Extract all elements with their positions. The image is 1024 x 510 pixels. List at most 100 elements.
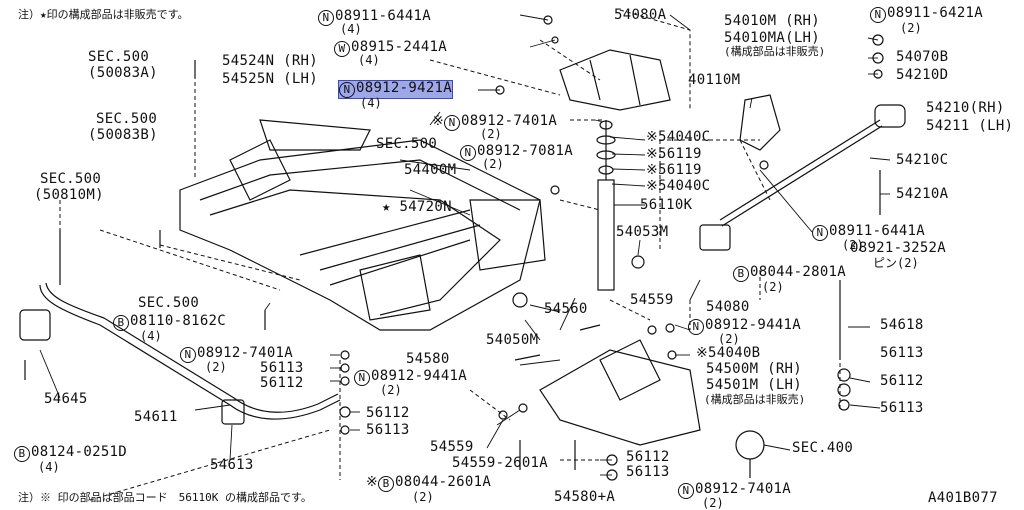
part-label: (50810M) <box>34 187 104 203</box>
part-label[interactable]: 54618 <box>880 317 924 333</box>
part-label[interactable]: SEC.500 <box>138 295 200 311</box>
star-icon: ★ <box>382 199 391 215</box>
part-label[interactable]: 54580+A <box>554 489 616 505</box>
part-label[interactable]: SEC.400 <box>792 440 854 456</box>
part-label[interactable]: 54211 (LH) <box>926 118 1014 134</box>
qty: (4) <box>38 460 60 474</box>
part-label[interactable]: 54560 <box>544 301 588 317</box>
part-label[interactable]: 56113 <box>880 400 924 416</box>
n-symbol-icon: N <box>678 483 694 499</box>
qty: (4) <box>340 22 362 36</box>
b-symbol-icon: B <box>113 315 129 331</box>
qty: (2) <box>205 360 227 374</box>
part-label[interactable]: 56113 <box>880 345 924 361</box>
qty: (4) <box>140 329 162 343</box>
part-label[interactable]: 56112 <box>880 373 924 389</box>
part-label[interactable]: 40110M <box>688 72 741 88</box>
part-label[interactable]: 54525N (LH) <box>222 71 319 87</box>
part-label[interactable]: 54501M (LH) <box>706 377 803 393</box>
stabilizer-bar-drawing <box>39 282 341 420</box>
part-label[interactable]: 54611 <box>134 409 178 425</box>
part-label[interactable]: 54580 <box>406 351 450 367</box>
n-symbol-icon: N <box>688 319 704 335</box>
part-label[interactable]: ※54040B <box>696 345 761 361</box>
n-symbol-icon: N <box>870 7 886 23</box>
part-label[interactable]: 56113 <box>260 360 304 376</box>
part-label[interactable]: 54070B <box>896 49 949 65</box>
part-label[interactable]: ★ 54720N <box>382 199 452 215</box>
shock-absorber-drawing <box>597 179 615 291</box>
n-symbol-icon: N <box>444 115 461 131</box>
part-label[interactable]: 54559 <box>430 439 474 455</box>
b-symbol-icon: B <box>14 446 30 462</box>
n-symbol-icon: N <box>460 145 476 161</box>
part-label[interactable]: 54210D <box>896 67 949 83</box>
part-label[interactable]: 54400M <box>404 162 457 178</box>
n-symbol-icon: N <box>180 347 196 363</box>
qty: (2) <box>702 496 724 510</box>
qty: (2) <box>842 238 864 252</box>
part-label[interactable]: 54210C <box>896 152 949 168</box>
part-label[interactable]: 54559 <box>630 292 674 308</box>
n-symbol-icon: N <box>339 82 355 98</box>
part-label[interactable]: 54080 <box>706 299 750 315</box>
part-label[interactable]: 54050M <box>486 332 539 348</box>
part-label[interactable]: 54524N (RH) <box>222 53 319 69</box>
part-label[interactable]: 56112 <box>366 405 410 421</box>
part-label[interactable]: 56112 <box>260 375 304 391</box>
part-label[interactable]: 54645 <box>44 391 88 407</box>
part-label[interactable]: 54500M (RH) <box>706 361 803 377</box>
tension-rod-drawing <box>719 119 883 227</box>
part-label[interactable]: ※56119 <box>646 146 702 162</box>
part-label[interactable]: SEC.500 <box>88 49 150 65</box>
part-label[interactable]: 54080A <box>614 7 667 23</box>
part-label[interactable]: 54053M <box>616 224 669 240</box>
part-label[interactable]: 56113 <box>626 464 670 480</box>
qty: (2) <box>900 21 922 35</box>
part-note: (構成部品は非販売) <box>704 393 806 406</box>
crossmember-drawing <box>179 139 541 331</box>
part-label[interactable]: 54613 <box>210 457 254 473</box>
part-label[interactable]: 56110K <box>640 197 693 213</box>
part-label[interactable]: 54559-2601A <box>452 455 549 471</box>
w-symbol-icon: W <box>334 41 350 57</box>
qty: (4) <box>360 96 382 110</box>
part-label[interactable]: SEC.500 <box>96 111 158 127</box>
part-label[interactable]: ※54040C <box>646 129 711 145</box>
part-label[interactable]: SEC.500 <box>376 136 438 152</box>
part-label[interactable]: 56112 <box>626 449 670 465</box>
part-label[interactable]: ※54040C <box>646 178 711 194</box>
part-label[interactable]: ※56119 <box>646 162 702 178</box>
part-label[interactable]: SEC.500 <box>40 171 102 187</box>
part-label[interactable]: 56113 <box>366 422 410 438</box>
lower-arm-drawing <box>539 349 701 446</box>
n-symbol-icon: N <box>354 370 370 386</box>
part-label[interactable]: 54010M (RH) <box>724 13 821 29</box>
part-label[interactable]: 54010MA(LH) <box>724 30 821 46</box>
qty: (2) <box>380 383 402 397</box>
fastener-callout[interactable]: 08921-3252A <box>850 240 947 256</box>
part-label[interactable]: 54210(RH) <box>926 100 1005 116</box>
qty: (2) <box>718 332 740 346</box>
qty: ピン(2) <box>873 256 919 270</box>
qty: (2) <box>482 157 504 171</box>
part-label: (50083B) <box>88 127 158 143</box>
part-label: (50083A) <box>88 65 158 81</box>
part-label[interactable]: 54210A <box>896 186 949 202</box>
